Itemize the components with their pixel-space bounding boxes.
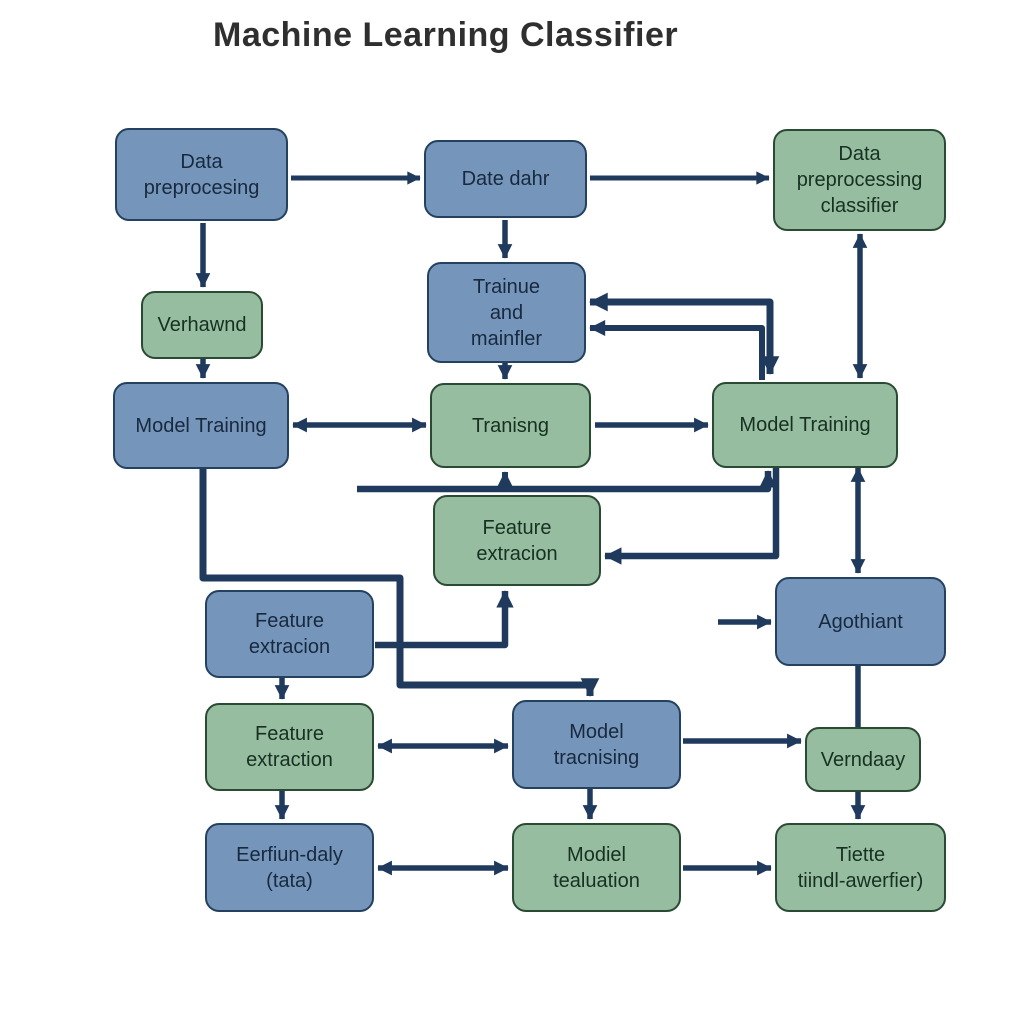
node-verhawnd: Verhawnd	[141, 291, 263, 359]
edge-modeltrainingright-to-featureextracion	[604, 468, 780, 565]
node-label-line: extracion	[248, 636, 331, 658]
node-label-line: tealuation	[553, 869, 640, 892]
node-label-line: Model Training	[135, 414, 267, 437]
node-label-line: Verhawnd	[157, 314, 247, 336]
node-feature-extraction-green: Feature extraction	[205, 703, 374, 791]
node-label-line: tiindl-awerfier)	[797, 869, 924, 892]
node-label-line: (tata)	[266, 869, 313, 892]
node-label-line: Tranisng	[471, 414, 550, 437]
node-tiette: Tiette tiindl-awerfier)	[775, 823, 946, 912]
node-label-line: Feature	[482, 516, 552, 539]
node-label-line: extraction	[246, 749, 333, 771]
node-label-line: Eerfiun-daly	[236, 843, 343, 866]
edge-loop-lower-trainue	[589, 319, 765, 380]
node-label-line: and	[489, 301, 524, 324]
node-label-line: Tiette	[835, 843, 886, 866]
node-label-line: Model Training	[739, 414, 871, 436]
node-label-line: preprocesing	[143, 176, 260, 199]
node-label-line: Agothiant	[818, 610, 903, 633]
page-title: Machine Learning Classifier	[213, 16, 679, 54]
node-label-line: Modiel	[567, 843, 626, 866]
node-label-line: extracion	[476, 542, 558, 565]
node-data-preprocessing-classifier: Data preprocessing classifier	[773, 129, 946, 231]
node-label-line: Feature	[255, 723, 324, 745]
node-feature-extracion-left: Feature extracion	[205, 590, 374, 678]
node-label-line: preprocessing	[796, 169, 923, 191]
node-label-line: tracnising	[553, 746, 640, 769]
node-trainue-and-mainfler: Trainue and mainfler	[427, 262, 586, 363]
edge-modeltrainingleft-to-modeltracnising	[199, 468, 600, 697]
edge-loop-upper-trainue	[589, 292, 780, 375]
node-label-line: Data	[180, 150, 223, 173]
node-label-line: Date dahr	[461, 168, 550, 190]
edge-featureextracionleft-to-center	[375, 590, 514, 649]
node-feature-extracion-center: Feature extracion	[433, 495, 601, 586]
node-modiel-tealuation: Modiel tealuation	[512, 823, 681, 912]
node-model-training-left: Model Training	[113, 382, 289, 469]
node-agothiant: Agothiant	[775, 577, 946, 666]
node-date-dahr: Date dahr	[424, 140, 587, 218]
node-label-line: mainfler	[470, 327, 543, 350]
node-label-line: Data	[838, 143, 881, 165]
node-label-line: Trainue	[472, 275, 541, 298]
node-model-tracnising: Model tracnising	[512, 700, 681, 789]
edge-group	[195, 171, 868, 876]
node-eerfiun-daly: Eerfiun-daly (tata)	[205, 823, 374, 912]
node-label-line: Verndaay	[820, 748, 906, 771]
node-label-line: classifier	[820, 195, 899, 217]
node-data-preprocessing: Data preprocesing	[115, 128, 288, 221]
node-model-training-right: Model Training	[712, 382, 898, 468]
node-label-line: Model	[569, 720, 624, 743]
edge-longline-to-modeltrainingright	[357, 470, 777, 493]
node-tranisng: Tranisng	[430, 383, 591, 468]
node-verndaay: Verndaay	[805, 727, 921, 792]
node-label-line: Feature	[255, 610, 324, 632]
